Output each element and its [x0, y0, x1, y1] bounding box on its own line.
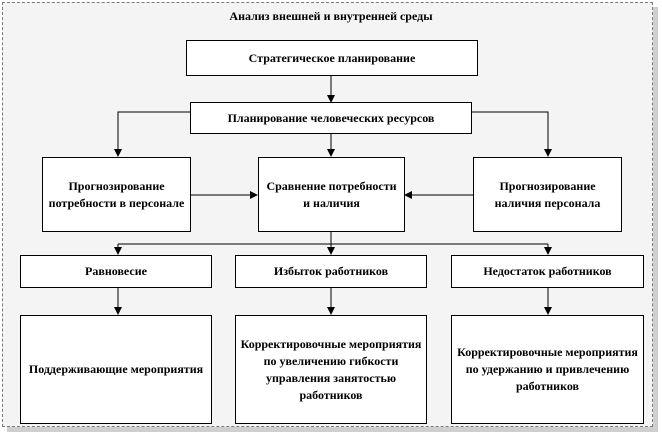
compare-box: Сравнение потребности и наличия: [258, 157, 405, 232]
forecast-need-box: Прогнозирование потребности в персонале: [42, 157, 191, 232]
corrective-measures-shortage-box: Корректировочные мероприятия по удержани…: [451, 315, 644, 424]
arrow-hr-to-forecast-avail: [472, 111, 552, 157]
diagram-title: Анализ внешней и внутренней среды: [229, 9, 433, 23]
forecast-availability-box: Прогнозирование наличия персонала: [473, 157, 622, 232]
supporting-measures-box: Поддерживающие мероприятия: [20, 315, 212, 424]
surplus-box: Избыток работников: [235, 255, 427, 288]
corrective-measures-surplus-box: Корректировочные мероприятия по увеличен…: [235, 315, 427, 424]
shortage-box: Недостаток работников: [451, 255, 644, 288]
strategic-planning-box: Стратегическое планирование: [186, 40, 478, 76]
hr-planning-box: Планирование человеческих ресурсов: [190, 102, 472, 134]
arrow-hr-to-forecast-need: [114, 111, 190, 157]
balance-box: Равновесие: [20, 255, 212, 288]
